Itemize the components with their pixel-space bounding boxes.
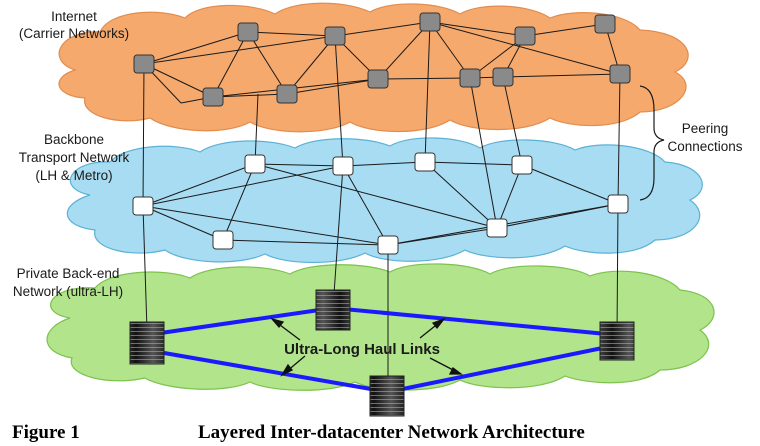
backbone-label-line1: Backbone — [44, 132, 104, 147]
internet-router — [419, 12, 441, 32]
internet-router — [133, 54, 155, 74]
backbone-node — [486, 218, 508, 238]
datacenter-rack — [315, 289, 351, 331]
internet-router — [514, 26, 536, 46]
backbone-node — [607, 194, 629, 214]
figure-number: Figure 1 — [12, 422, 80, 443]
backbone-node — [414, 152, 436, 172]
internet-router — [594, 14, 616, 34]
backbone-node — [212, 230, 234, 250]
internet-router — [459, 68, 481, 88]
backbone-node — [377, 235, 399, 255]
internet-label-line1: Internet — [51, 9, 97, 24]
peering-brace — [639, 85, 665, 201]
backbone-node — [132, 196, 154, 216]
datacenter-rack — [129, 321, 165, 365]
internet-router — [367, 69, 389, 89]
peering-label-line2: Connections — [667, 139, 742, 154]
internet-router — [237, 22, 259, 42]
internet-router — [276, 84, 298, 104]
backbone-node — [511, 155, 533, 175]
private-label-line2: Network (ultra-LH) — [13, 284, 123, 299]
ulh-links — [146, 306, 618, 394]
peering-vertical-links — [142, 21, 621, 390]
internet-nodes — [133, 12, 631, 107]
backbone-label-line3: (LH & Metro) — [35, 168, 112, 183]
datacenter-rack — [369, 375, 405, 417]
peering-label-line1: Peering — [682, 121, 729, 136]
ulh-arrows — [270, 317, 463, 377]
backbone-nodes — [132, 152, 629, 255]
internet-router — [202, 87, 224, 107]
backbone-label-line2: Transport Network — [19, 150, 130, 165]
datacenters — [129, 289, 635, 417]
internet-label-line2: (Carrier Networks) — [19, 26, 129, 41]
datacenter-rack — [599, 321, 635, 361]
internet-router — [492, 67, 514, 87]
figure-title: Layered Inter-datacenter Network Archite… — [198, 422, 585, 443]
internet-router — [324, 26, 346, 46]
internet-router — [609, 64, 631, 84]
backbone-node — [244, 154, 266, 174]
backbone-node — [332, 156, 354, 176]
ulh-label: Ultra-Long Haul Links — [284, 341, 440, 358]
private-label-line1: Private Back-end — [17, 266, 120, 281]
